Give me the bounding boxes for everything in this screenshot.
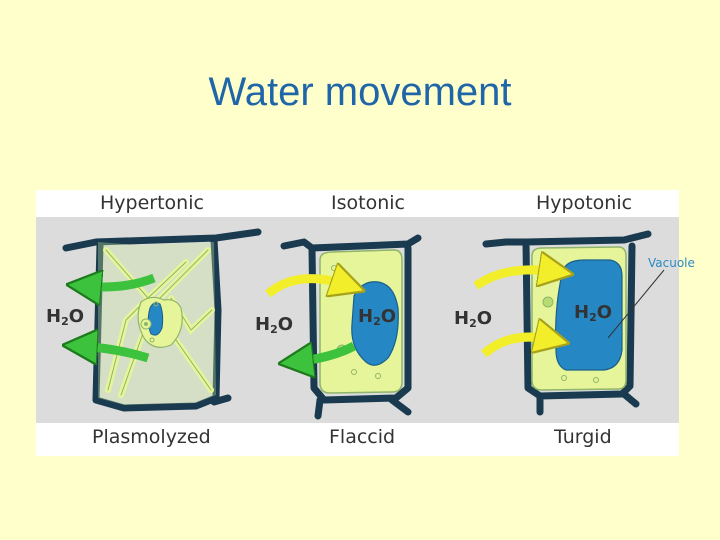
osmosis-diagram xyxy=(36,217,679,423)
water-in-arrow-top xyxy=(473,270,558,290)
h2o-label-flaccid-vacuole: H2O xyxy=(358,306,397,328)
water-in-arrow-flaccid xyxy=(265,279,350,294)
water-out-arrow-flaccid xyxy=(294,341,357,362)
osmosis-figure: Hypertonic Isotonic Hypotonic Plasmolyze… xyxy=(36,190,695,456)
water-out-arrow-top xyxy=(82,278,156,287)
vacuole-label: Vacuole xyxy=(648,256,695,270)
label-turgid: Turgid xyxy=(554,426,612,448)
header-hypertonic: Hypertonic xyxy=(100,192,204,214)
label-flaccid: Flaccid xyxy=(329,426,396,448)
header-isotonic: Isotonic xyxy=(331,192,405,214)
water-out-arrow-bottom xyxy=(78,346,150,358)
water-in-arrow-bottom xyxy=(480,337,554,358)
h2o-label-turgid-outside: H2O xyxy=(454,308,493,330)
vacuole-pointer-line xyxy=(607,269,665,339)
plasmolyzed-vacuole xyxy=(147,302,164,336)
header-hypotonic: Hypotonic xyxy=(536,192,633,214)
h2o-label-turgid-vacuole: H2O xyxy=(574,302,613,324)
slide-title: Water movement xyxy=(208,70,512,114)
label-plasmolyzed: Plasmolyzed xyxy=(92,426,211,448)
h2o-label-plasmolyzed: H2O xyxy=(46,306,85,328)
flaccid-vacuole xyxy=(351,281,399,366)
h2o-label-flaccid-outside: H2O xyxy=(255,314,294,336)
